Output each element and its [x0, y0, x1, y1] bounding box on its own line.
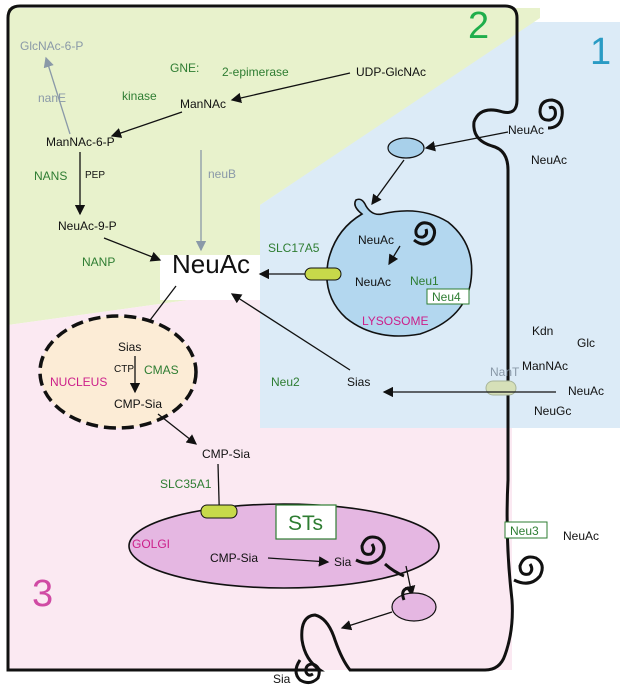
- secreted-sia-label: Sia: [273, 672, 291, 685]
- sts-label: STs: [288, 512, 323, 535]
- region-number-3: 3: [32, 573, 53, 615]
- neu2-label: Neu2: [271, 375, 300, 389]
- secretory-vesicle-glycan: [401, 586, 409, 601]
- membrane-glycan-icon: [538, 98, 564, 130]
- kdn-label: Kdn: [532, 324, 553, 338]
- endocytic-vesicle: [387, 137, 425, 159]
- slc17a5-label: SLC17A5: [268, 241, 320, 255]
- lysosome-glycan-icon: [413, 221, 437, 246]
- neugc-label: NeuGc: [534, 404, 571, 418]
- secreted-glycan-icon: [294, 659, 321, 685]
- lysosome-neuac-inner-label: NeuAc: [358, 233, 394, 247]
- nucleus-sias-label: Sias: [118, 340, 141, 354]
- golgi: [128, 503, 440, 589]
- arrow-golgi-to-vesicle: [405, 565, 416, 597]
- gne-label: GNE:: [170, 61, 199, 75]
- arrow-lysosome-internal: [388, 245, 401, 266]
- pep-label: PEP: [85, 170, 105, 181]
- arrow-udp-to-mannac: [230, 72, 351, 104]
- cmas-label: CMAS: [144, 363, 179, 377]
- neu3-label: Neu3: [510, 524, 539, 538]
- neu4-label: Neu4: [432, 290, 461, 304]
- slc35a1-transporter: [200, 504, 238, 519]
- nucleus: [38, 314, 198, 430]
- region-2-background: [8, 8, 540, 325]
- mannac-external-label: ManNAc: [522, 359, 568, 373]
- lysosome-label: LYSOSOME: [362, 314, 428, 328]
- arrow-nucleus-to-cytosol: [157, 413, 198, 445]
- nant-transporter: [485, 380, 517, 396]
- membrane-neuac-label: NeuAc: [508, 123, 544, 137]
- surface-glycan-icon: [513, 555, 544, 585]
- extracellular-neuac-label: NeuAc: [531, 153, 567, 167]
- golgi-sia-label: Sia: [334, 555, 352, 569]
- arrow-mannac6p-to-glcnac6p: [43, 56, 71, 135]
- nanp-label: NANP: [82, 255, 115, 269]
- cell-membrane: [6, 4, 519, 672]
- surface-neuac-label: NeuAc: [563, 529, 599, 543]
- secretory-vesicle: [391, 592, 437, 622]
- arrow-cmp-sia-to-sia: [267, 556, 330, 567]
- region-number-1: 1: [590, 31, 611, 73]
- arrow-mannac-to-mannac6p: [110, 111, 183, 138]
- lysosome-neuac-exit-label: NeuAc: [355, 275, 391, 289]
- arrow-membrane-to-vesicle: [424, 131, 509, 152]
- udp-glcnac-label: UDP-GlcNAc: [356, 65, 426, 79]
- golgi-glycan-tail: [384, 562, 405, 578]
- cytosol-core: [160, 255, 260, 300]
- region-number-2: 2: [468, 5, 489, 47]
- neub-label: neuB: [208, 167, 236, 181]
- sts-box: [275, 504, 337, 540]
- nans-label: NANS: [34, 169, 67, 183]
- mannac-6-p-label: ManNAc-6-P: [46, 135, 115, 149]
- ctp-label: CTP: [114, 364, 134, 375]
- neu4-box: [426, 288, 470, 305]
- arrow-vesicle-to-membrane: [340, 611, 393, 631]
- neuac-9-p-label: NeuAc-9-P: [58, 219, 117, 233]
- golgi-glycan-icon: [355, 535, 386, 565]
- mannac-label: ManNAc: [180, 97, 226, 111]
- glc-label: Glc: [577, 336, 595, 350]
- nucleus-cmp-sia-label: CMP-Sia: [114, 397, 162, 411]
- kinase-label: kinase: [122, 89, 157, 103]
- neuac-external-label: NeuAc: [568, 384, 604, 398]
- neu3-box: [504, 521, 548, 539]
- arrow-vesicle-to-lysosome: [371, 159, 405, 206]
- cytosol-cmp-sia-label: CMP-Sia: [202, 447, 250, 461]
- arrow-neuac9p-to-neuac: [103, 237, 162, 262]
- golgi-label: GOLGI: [132, 537, 170, 551]
- nane-label: nanE: [38, 91, 66, 105]
- slc17a5-transporter: [304, 267, 342, 281]
- nant-label: NanT: [490, 365, 520, 379]
- neu1-label: Neu1: [410, 274, 439, 288]
- arrow-sias-to-neuac: [230, 293, 351, 371]
- central-neuac-label: NeuAc: [172, 249, 250, 279]
- nucleus-label: NUCLEUS: [50, 375, 107, 389]
- golgi-cmp-sia-label: CMP-Sia: [210, 551, 258, 565]
- cytosol-sias-label: Sias: [347, 375, 370, 389]
- epimerase-label: 2-epimerase: [222, 65, 289, 79]
- slc35a1-label: SLC35A1: [160, 477, 212, 491]
- glcnac-6-p-label: GlcNAc-6-P: [20, 39, 83, 53]
